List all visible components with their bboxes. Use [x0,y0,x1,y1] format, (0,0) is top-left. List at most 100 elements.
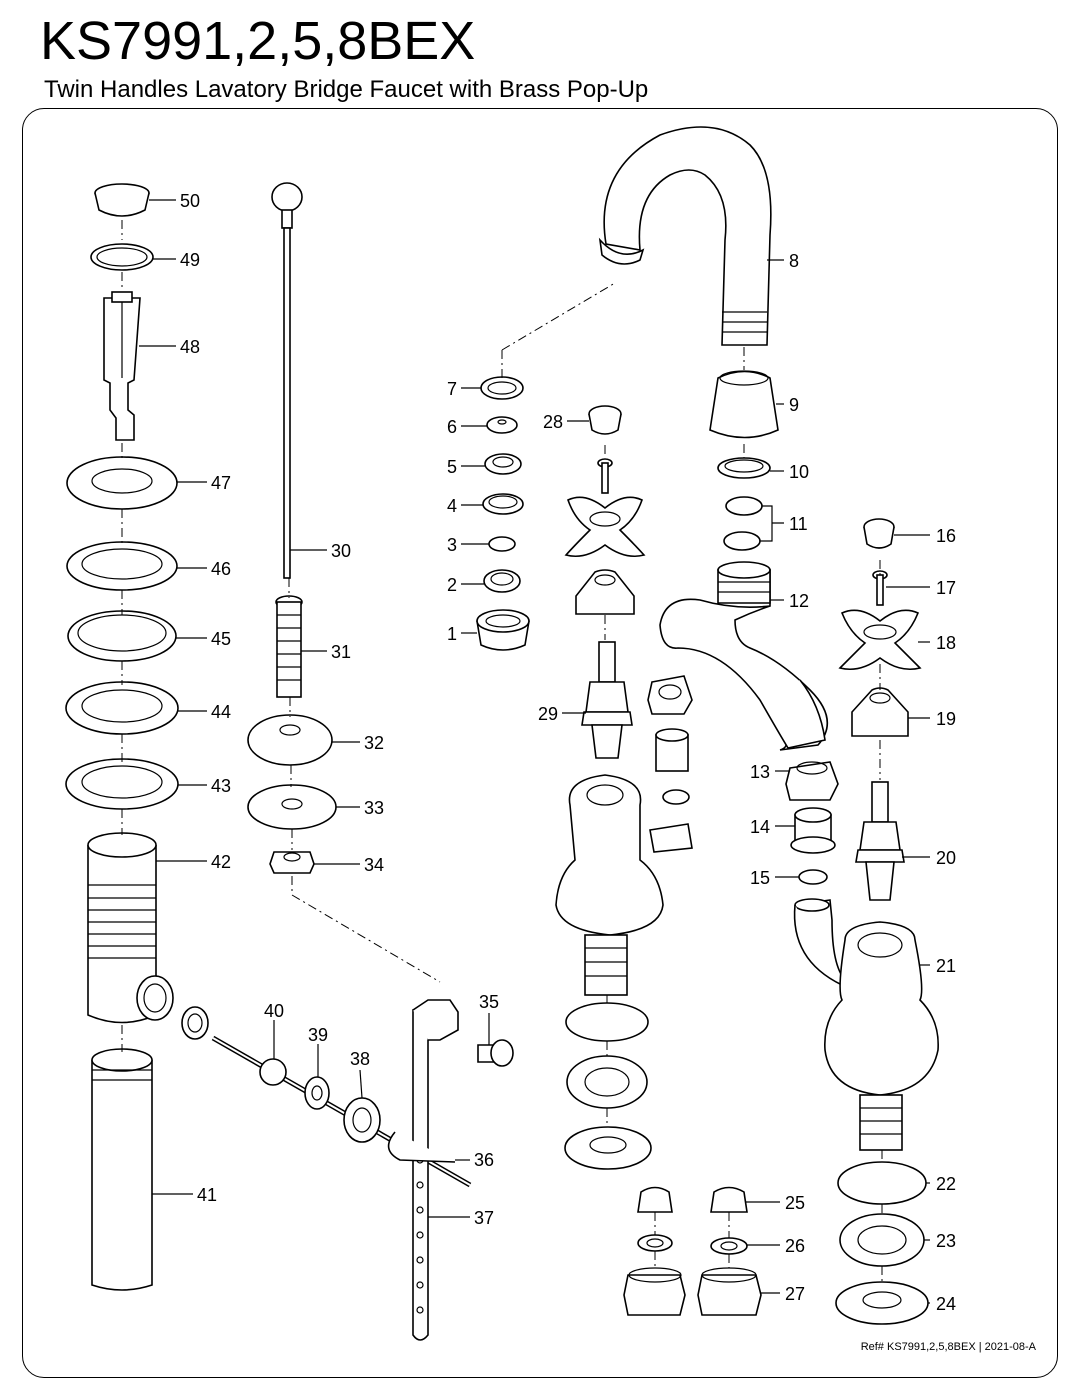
lock-washer-left [566,1055,648,1109]
callout-35: 35 [479,992,499,1012]
part-33-washer [247,784,337,830]
callout-6: 6 [447,417,457,437]
part-10-spout-nut [717,457,771,479]
callout-19: 19 [936,709,956,729]
callout-32: 32 [364,733,384,753]
valve-body-left [555,774,693,996]
callout-28: 28 [543,412,563,432]
part-20-cartridge [855,781,905,901]
part-24-mounting-nut [835,1281,929,1325]
part-39-pivot-washer [304,1076,330,1110]
callout-14: 14 [750,817,770,837]
callout-21: 21 [936,956,956,976]
callout-29: 29 [538,704,558,724]
callout-30: 30 [331,541,351,561]
part-40-pivot-rod [211,1035,472,1188]
part-30-lift-rod [271,182,303,579]
cross-handle-screw-left [597,458,613,494]
callout-2: 2 [447,575,457,595]
callout-11: 11 [789,514,808,534]
callout-22: 22 [936,1174,956,1194]
part-22-mounting-gasket [837,1161,927,1205]
callout-33: 33 [364,798,384,818]
part-49-stopper-o-ring [90,243,154,271]
part-5-aerator-screen [484,453,522,475]
callout-41: 41 [197,1185,217,1205]
part-32-escutcheon [247,714,333,766]
part-12-bridge-body [659,561,829,751]
part-50-drain-stopper-cap [94,183,150,217]
part-6-flow-restrictor [486,416,518,434]
mounting-gasket-left [565,1002,649,1042]
callout-17: 17 [936,578,956,598]
callout-37: 37 [474,1208,494,1228]
bonnet-left [575,569,635,615]
part-47-drain-flange [66,456,178,510]
part-34-hex-nut [269,851,315,874]
part-46-flange-gasket [66,541,178,591]
part-18-cross-handle [838,609,922,671]
leader-lines [139,199,930,1304]
callout-36: 36 [474,1150,494,1170]
part-17-handle-screw [872,570,888,606]
part-37-clevis-strap [412,999,459,1341]
part-14-adapter [790,807,836,854]
part-13-coupling-nut [785,761,839,801]
callout-24: 24 [936,1294,956,1314]
callout-34: 34 [364,855,384,875]
part-43-drain-nut [65,758,179,810]
callout-39: 39 [308,1025,328,1045]
callout-43: 43 [211,776,231,796]
part-44-drain-washer [65,681,179,735]
reference-number: Ref# KS7991,2,5,8BEX | 2021-08-A [860,1341,1036,1353]
callout-42: 42 [211,852,231,872]
callout-20: 20 [936,848,956,868]
part-15-washer [798,869,828,885]
callout-25: 25 [785,1193,805,1213]
part-35-clevis-screw [477,1039,514,1067]
part-9-spout-collar [709,370,779,439]
part-29-cartridge-left [581,641,633,759]
callout-13: 13 [750,762,770,782]
callout-23: 23 [936,1231,956,1251]
diagram-subtitle: Twin Handles Lavatory Bridge Faucet with… [44,76,649,103]
callout-45: 45 [211,629,231,649]
part-42-drain-body [87,832,209,1040]
part-48-stopper-body [103,291,141,441]
callout-46: 46 [211,559,231,579]
callout-numbers: 1 2 3 4 5 6 7 8 9 10 11 12 13 14 15 16 1… [180,191,956,1314]
part-4-aerator-ring [482,493,524,515]
part-11-o-rings [723,496,763,551]
part-2-aerator-insert [483,569,521,593]
callout-1: 1 [447,624,457,644]
callout-9: 9 [789,395,799,415]
dashed-center-lines [121,220,883,1282]
callout-44: 44 [211,702,231,722]
callout-47: 47 [211,473,231,493]
callout-38: 38 [350,1049,370,1069]
part-21-valve-body [793,898,939,1151]
callout-48: 48 [180,337,200,357]
callout-27: 27 [785,1284,805,1304]
part-31-lift-rod-shank [275,595,303,698]
callout-15: 15 [750,868,770,888]
part-28-index-button [588,405,622,435]
coupling-nut-left [647,675,693,715]
part-41-tailpiece [91,1048,153,1291]
part-8-spout [598,126,772,346]
cross-handle-left [564,496,646,558]
callout-26: 26 [785,1236,805,1256]
diagram-title: KS7991,2,5,8BEX [40,11,476,71]
callout-12: 12 [789,591,809,611]
callout-50: 50 [180,191,200,211]
callout-4: 4 [447,496,457,516]
callout-18: 18 [936,633,956,653]
part-23-lock-washer [839,1213,925,1267]
part-7-aerator-washer [480,376,524,400]
part-26-washers [637,1234,748,1255]
callout-3: 3 [447,535,457,555]
part-16-index-button [863,518,895,549]
part-3-aerator-mesh [488,536,516,552]
callout-49: 49 [180,250,200,270]
